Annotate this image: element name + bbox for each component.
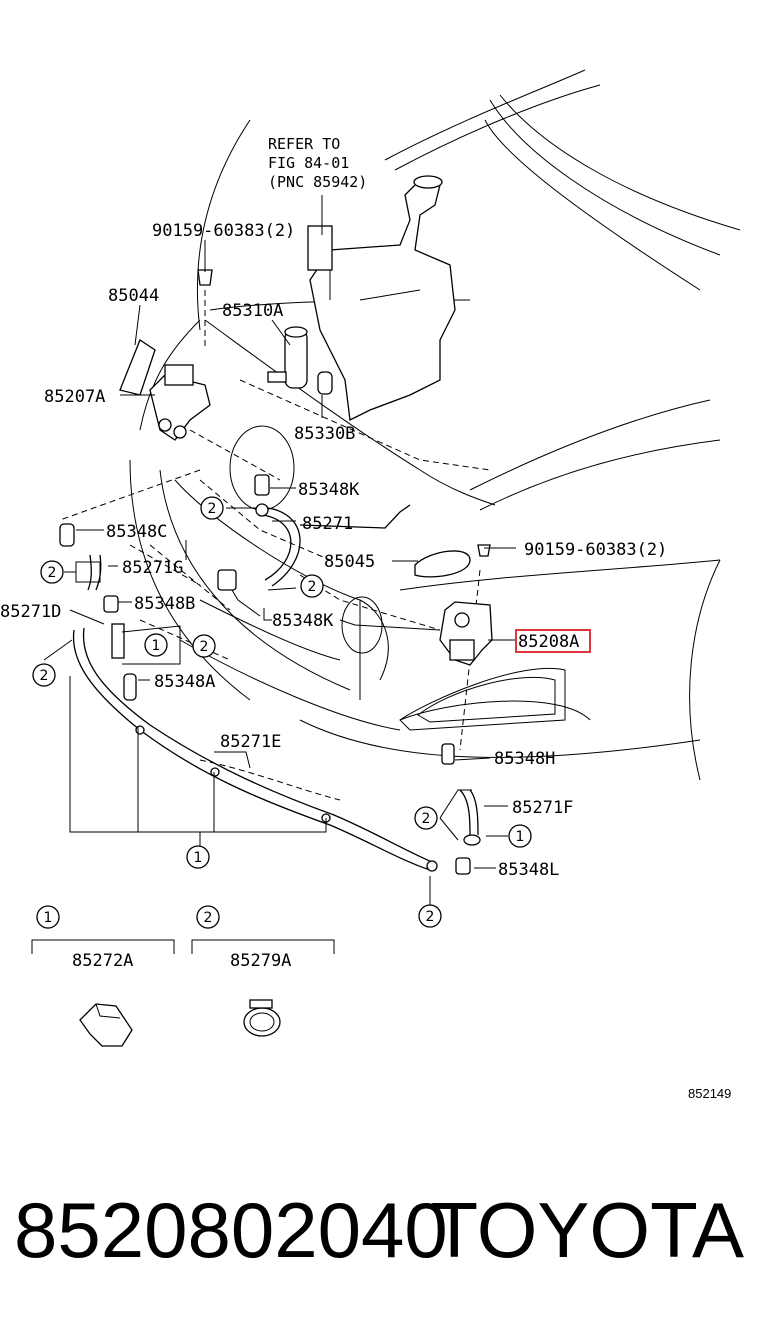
callout-2-b: 2 [48,565,57,581]
label-85310a: 85310A [222,301,283,321]
clip-85272a-shape [79,1003,133,1047]
highlight-box-85208a [515,629,591,653]
part-number: 8520802040 [14,1186,448,1274]
callout-2-c: 2 [308,579,317,595]
brand-name: TOYOTA [430,1186,745,1274]
washer-pump [267,326,333,395]
legend: 1 85272A 2 85279A [31,905,335,1047]
label-85279a: 85279A [230,951,291,971]
refer-note-line-3: (PNC 85942) [268,173,367,191]
label-85208a: 85208A [518,632,579,652]
label-85348b: 85348B [134,594,195,614]
label-85271e: 85271E [220,732,281,752]
refer-note-line-1: REFER TO [268,135,340,153]
label-85330b: 85330B [294,424,355,444]
callout-leaders [43,195,516,906]
label-85348a: 85348A [154,672,215,692]
label-85207a: 85207A [44,387,105,407]
refer-note: REFER TO FIG 84-01 (PNC 85942) [268,135,367,191]
label-85044: 85044 [108,286,159,306]
washer-tank [307,175,456,421]
label-85348c: 85348C [106,522,167,542]
vehicle-outline [129,69,741,781]
callout-2-g: 2 [426,909,435,925]
legend-callout-1: 1 [44,910,53,926]
part-labels: 90159-60383(2) 85044 85310A 85207A 85330… [0,221,667,880]
figure-code: 852149 [688,1086,731,1101]
callout-2-d: 2 [200,639,209,655]
label-85348k-top: 85348K [298,480,360,500]
parts-diagram: REFER TO FIG 84-01 (PNC 85942) 90159-603… [0,69,741,1101]
left-headlamp-washer-nozzle [119,339,211,441]
label-85348k-mid: 85348K [272,611,334,631]
refer-note-line-2: FIG 84-01 [268,154,349,172]
label-85045: 85045 [324,552,375,572]
label-85272a: 85272A [72,951,133,971]
callout-2-a: 2 [208,501,217,517]
connectors [59,269,491,875]
callout-circles: 2 2 2 1 2 2 2 1 1 2 [32,496,532,928]
label-85271f: 85271F [512,798,573,818]
right-headlamp-washer-nozzle [414,550,493,666]
label-85271: 85271 [302,514,353,534]
callout-2-f: 2 [422,811,431,827]
legend-callout-2: 2 [204,910,213,926]
label-bolt-right: 90159-60383(2) [524,540,667,560]
callout-1-b: 1 [516,829,525,845]
callout-1-a: 1 [152,638,161,654]
hose-lines [72,504,479,871]
label-85348l: 85348L [498,860,559,880]
label-85271g: 85271G [122,558,183,578]
label-85271d: 85271D [0,602,61,622]
label-bolt-upper: 90159-60383(2) [152,221,295,241]
callout-1-c: 1 [194,850,203,866]
clamp-85279a-shape [243,1007,281,1037]
label-85348h: 85348H [494,749,555,769]
footer: 8520802040 TOYOTA [0,1180,760,1290]
callout-2-e: 2 [40,668,49,684]
